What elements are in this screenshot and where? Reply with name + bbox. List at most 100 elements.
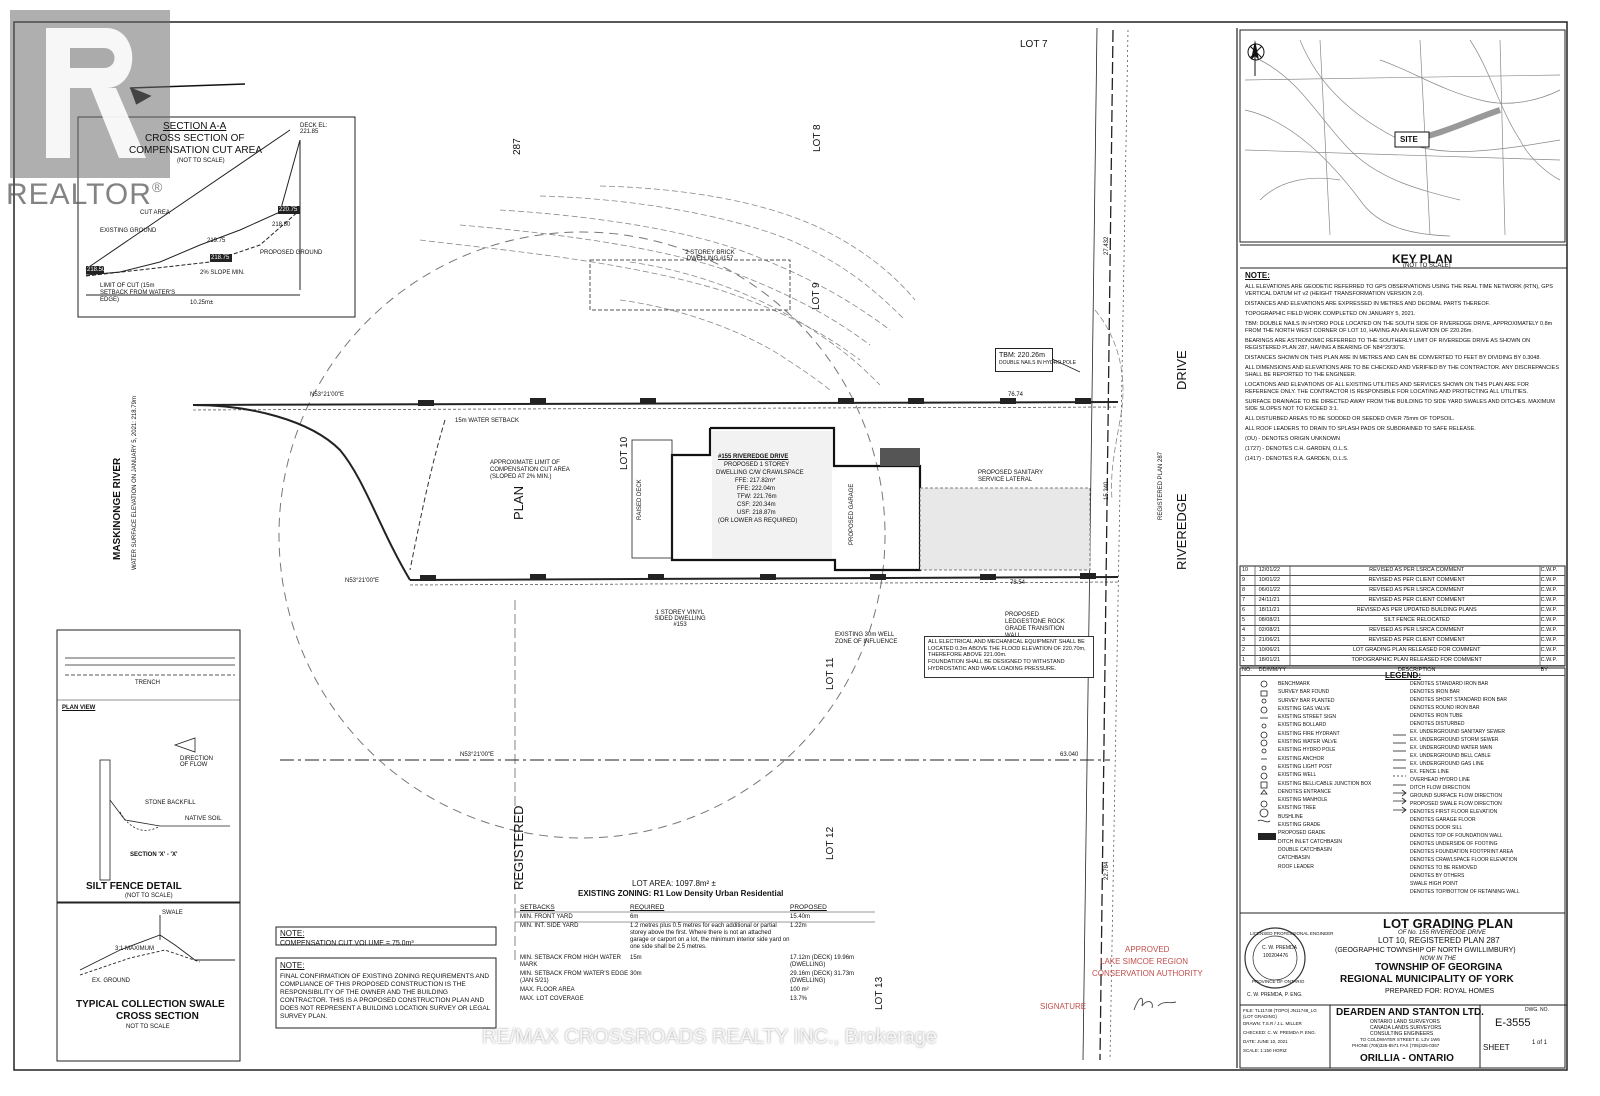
section-distance: 10.25m± [190, 300, 214, 306]
revision-cell: 21/06/21 [1258, 637, 1281, 643]
tbm-value: TBM: 220.26m [999, 352, 1045, 359]
legend-item: DENOTES ROUND IRON BAR [1410, 704, 1565, 712]
revision-cell: REVISED AS PER LSRCA COMMENT [1369, 627, 1465, 633]
lot-11-distance: 63.040 [1060, 752, 1079, 758]
legend-item-label: DENOTES BY OTHERS [1410, 873, 1465, 879]
legend-item: EXISTING GAS VALVE [1278, 705, 1388, 713]
approval-line-3: CONSERVATION AUTHORITY [1092, 969, 1203, 978]
revision-cell: NO. [1242, 667, 1252, 673]
legend-item: DENOTES TOP OF FOUNDATION WALL [1410, 832, 1565, 840]
revision-cell: REVISED AS PER UPDATED BUILDING PLANS [1356, 607, 1477, 613]
revision-cell: 10/06/21 [1258, 647, 1281, 653]
title-block-township: TOWNSHIP OF GEORGINA [1375, 962, 1503, 973]
legend-item: EX. UNDERGROUND STORM SEWER [1410, 736, 1565, 744]
legend-item: DENOTES GARAGE FLOOR [1410, 816, 1565, 824]
section-slope: 2% SLOPE MIN. [200, 270, 245, 276]
sheet-number: 1 of 1 [1532, 1040, 1548, 1046]
legend-item: DENOTES DOOR SILL [1410, 824, 1565, 832]
realtor-r-mark-icon [10, 10, 170, 178]
legend-item: DITCH FLOW DIRECTION [1410, 784, 1565, 792]
drawn-by: DRAWN: T.S.R / J.L. MILLER [1243, 1021, 1302, 1026]
legend-title: LEGEND: [1385, 671, 1421, 680]
legend-item-label: OVERHEAD HYDRO LINE [1410, 777, 1471, 783]
legend-item: DENOTES FIRST FLOOR ELEVATION [1410, 808, 1565, 816]
section-subtitle-2: COMPENSATION CUT AREA [129, 145, 262, 156]
revision-cell: 8 [1242, 587, 1246, 593]
legend-item: EXISTING ANCHOR [1278, 755, 1388, 763]
zoning-note-text: FINAL CONFIRMATION OF EXISTING ZONING RE… [280, 973, 491, 1020]
revision-cell: 10/01/22 [1258, 577, 1281, 583]
note-item: ALL ROOF LEADERS TO DRAIN TO SPLASH PADS… [1245, 426, 1476, 432]
silt-trench: TRENCH [135, 680, 160, 686]
road-distance-2: 15.240 [1104, 481, 1110, 500]
legend-item-label: EXISTING WELL [1278, 772, 1317, 779]
revision-cell: C.W.P. [1540, 627, 1558, 633]
south-bearing: N53°21'00"E [345, 578, 380, 584]
raised-deck-label: RAISED DECK [637, 479, 643, 520]
lot-8-label: LOT 8 [812, 124, 823, 152]
section-el-2: 218.75 [211, 255, 230, 261]
revision-cell: 1 [1242, 657, 1246, 663]
revision-cell: SILT FENCE RELOCATED [1383, 617, 1450, 623]
well-zone-label: EXISTING 30m WELL ZONE OF INFLUENCE [835, 632, 898, 645]
title-block-lot: LOT 10, REGISTERED PLAN 287 [1378, 936, 1500, 945]
legend-item-label: EX. UNDERGROUND SANITARY SEWER [1410, 729, 1506, 735]
legend-item: DENOTES UNDERSIDE OF FOOTING [1410, 840, 1565, 848]
dwelling-csf: CSF: 220.34m [737, 502, 776, 508]
revision-cell: 6 [1242, 607, 1246, 613]
legend-item-label: EXISTING GRADE [1278, 822, 1321, 829]
zoning-header-setbacks: SETBACKS [520, 904, 555, 911]
legend-item: DOUBLE CATCHBASIN [1278, 846, 1388, 854]
title-block-now-in: NOW IN THE [1420, 956, 1456, 962]
legend-item: DENOTES CRAWLSPACE FLOOR ELEVATION [1410, 856, 1565, 864]
key-plan-not-to-scale: (NOT TO SCALE) [1403, 263, 1451, 269]
zoning-cell [630, 996, 790, 1003]
legend-item-label: EXISTING GAS VALVE [1278, 705, 1331, 712]
dwg-no-label: DWG. NO. [1525, 1007, 1549, 1013]
company-line-2: CANADA LANDS SURVEYORS [1370, 1025, 1442, 1031]
compensation-cut-label: APPROXIMATE LIMIT OF COMPENSATION CUT AR… [490, 460, 570, 480]
river-name: MASKINONGE RIVER [112, 457, 123, 560]
legend-item-label: EXISTING HYDRO POLE [1278, 747, 1336, 754]
foundation-note: FOUNDATION SHALL BE DESIGNED TO WITHSTAN… [928, 659, 1065, 672]
company-line-1: ONTARIO LAND SURVEYORS [1370, 1019, 1440, 1025]
legend-item-label: DENOTES ENTRANCE [1278, 788, 1332, 795]
legend-item-label: DENOTES FIRST FLOOR ELEVATION [1410, 809, 1498, 815]
neighbour-vinyl-dwelling: 1 STOREY VINYL SIDED DWELLING #153 [654, 610, 706, 628]
tbm-box: TBM: 220.26m DOUBLE NAILS IN HYDRO POLE [995, 348, 1076, 372]
legend-item-label: DENOTES CRAWLSPACE FLOOR ELEVATION [1410, 857, 1518, 863]
company-line-5: PHONE (705)325-8571 FAX (705)325-0357 [1352, 1043, 1440, 1048]
revision-cell: C.W.P. [1540, 657, 1558, 663]
south-distance: 78.54 [1010, 580, 1026, 586]
legend-item: EXISTING MANHOLE [1278, 796, 1388, 804]
lot-10-label: LOT 10 [619, 436, 630, 470]
legend-item-label: EX. UNDERGROUND WATER MAIN [1410, 745, 1493, 751]
north-bearing: N53°21'00"E [310, 392, 345, 398]
road-distance-1: 27.432 [1104, 236, 1110, 255]
legend-item-label: DENOTES SHORT STANDARD IRON BAR [1410, 697, 1507, 703]
title-block-address: OF No. 155 RIVEREDGE DRIVE [1398, 930, 1486, 936]
legend-item-label: EXISTING STREET SIGN [1278, 714, 1336, 721]
sheet-label: SHEET [1483, 1043, 1510, 1052]
legend-item-label: SWALE HIGH POINT [1410, 881, 1458, 887]
legend-item-label: DENOTES TOP/BOTTOM OF RETAINING WALL [1410, 889, 1520, 895]
legend-item: PROPOSED SWALE FLOW DIRECTION [1410, 800, 1565, 808]
registered-label: REGISTERED [511, 805, 526, 890]
legend-item-label: EXISTING WATER VALVE [1278, 739, 1337, 746]
legend-item-label: DENOTES TO BE REMOVED [1410, 865, 1478, 871]
revision-cell: C.W.P. [1540, 607, 1558, 613]
section-el-4: 220.75 [279, 207, 298, 213]
key-plan-title: KEY PLAN [1392, 252, 1453, 266]
lot-7-label: LOT 7 [1020, 39, 1048, 50]
legend-item-label: DOUBLE CATCHBASIN [1278, 846, 1332, 853]
dwg-number: E-3555 [1495, 1017, 1531, 1029]
key-plan-site: SITE [1400, 135, 1418, 144]
revision-cell: 2 [1242, 647, 1246, 653]
